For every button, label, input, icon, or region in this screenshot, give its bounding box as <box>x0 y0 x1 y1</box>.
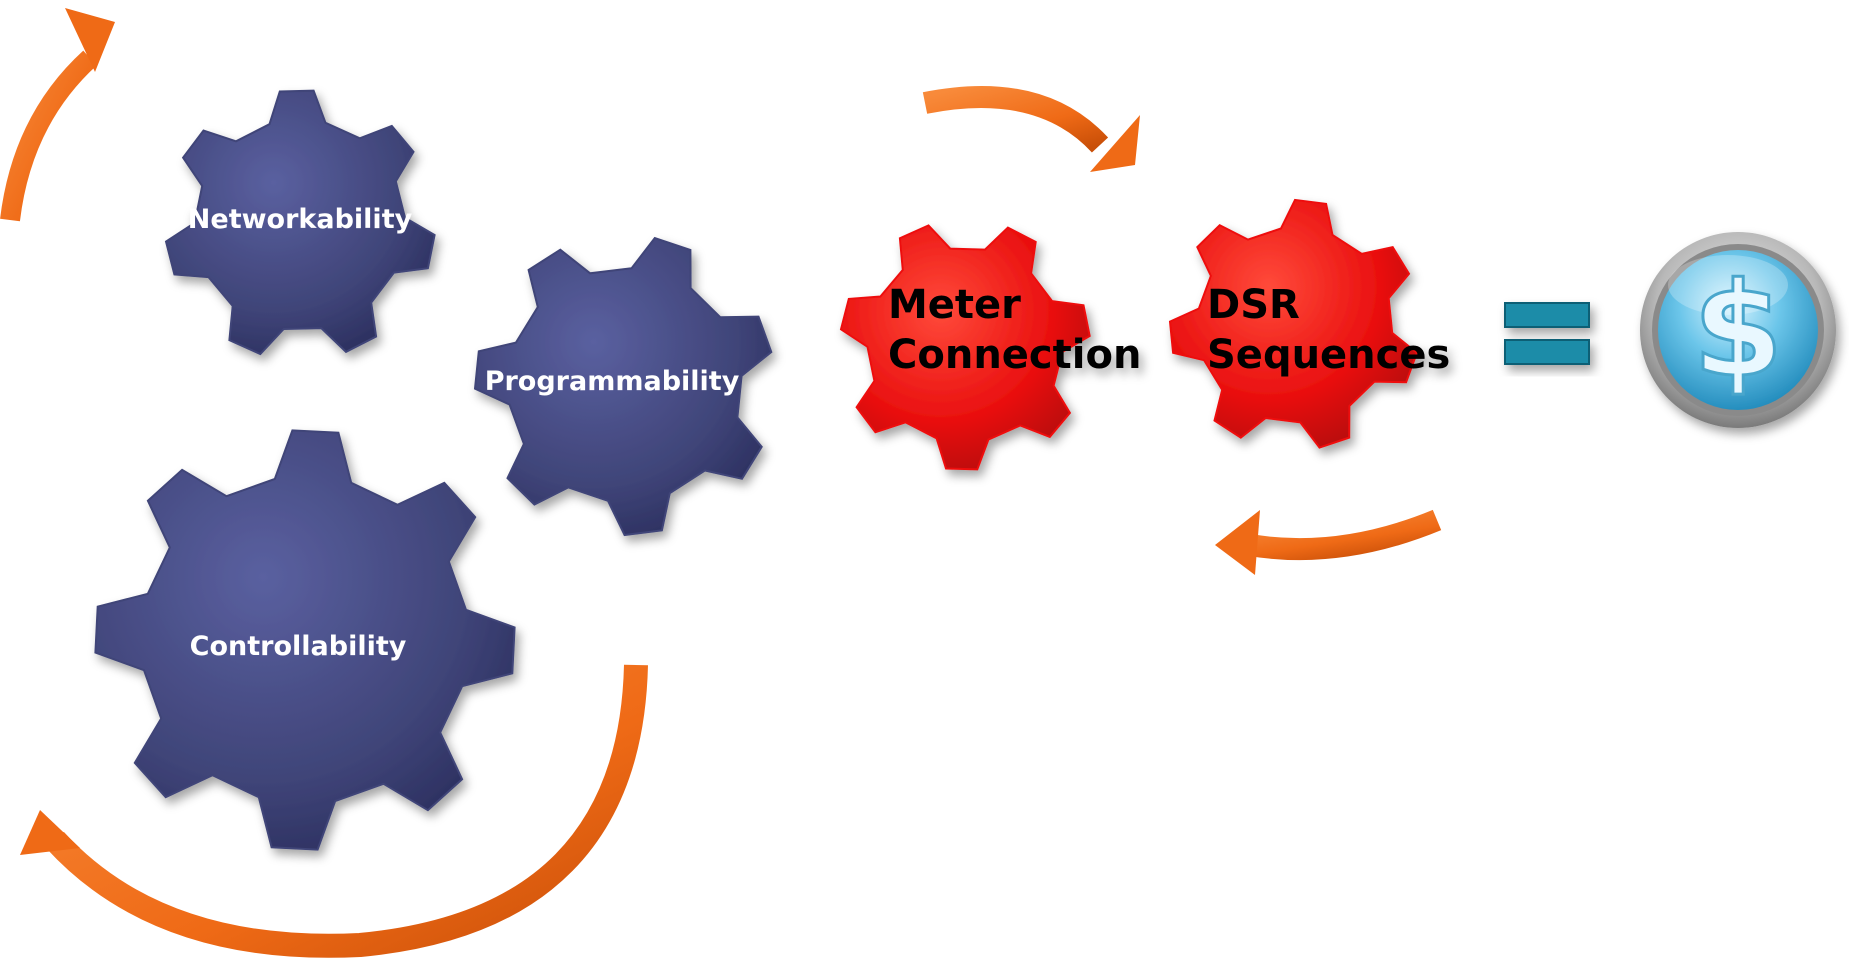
gear-controllability: Controllability <box>94 429 516 851</box>
equals-icon <box>1504 302 1590 365</box>
gear-controllability-icon <box>94 429 516 851</box>
gear-label-controllability: Controllability <box>190 631 407 662</box>
gear-label-line: Connection <box>888 332 1141 378</box>
arrow-networkability-icon <box>0 50 97 222</box>
gear-label-programmability: Programmability <box>485 366 740 397</box>
arrow-head-icon <box>20 810 80 855</box>
gear-meter-connection-icon <box>839 224 1091 471</box>
arrow-top-red-icon <box>922 85 1109 153</box>
rotation-arrows <box>0 8 1442 958</box>
arrow-controllability-icon <box>46 664 648 958</box>
arrow-head-icon <box>1215 510 1260 575</box>
gear-label-line: Meter <box>888 282 1021 328</box>
arrow-bottom-red-icon <box>1248 509 1442 561</box>
dollar-coin-icon: $ <box>1640 232 1836 428</box>
dollar-symbol: $ <box>1693 254 1783 406</box>
arrow-head-icon <box>1090 115 1140 172</box>
gear-label-networkability: Networkability <box>188 204 413 235</box>
gears-group: NetworkabilityProgrammabilityControllabi… <box>94 89 1450 851</box>
gear-label-line: Sequences <box>1207 332 1450 378</box>
gear-dsr-sequences-icon <box>1168 198 1419 449</box>
gear-programmability-icon <box>473 236 773 537</box>
gear-label-line: DSR <box>1207 282 1300 328</box>
arrow-head-icon <box>65 8 115 72</box>
gear-networkability: Networkability <box>164 89 436 356</box>
gear-programmability: Programmability <box>473 236 773 537</box>
gear-networkability-icon <box>164 89 436 356</box>
